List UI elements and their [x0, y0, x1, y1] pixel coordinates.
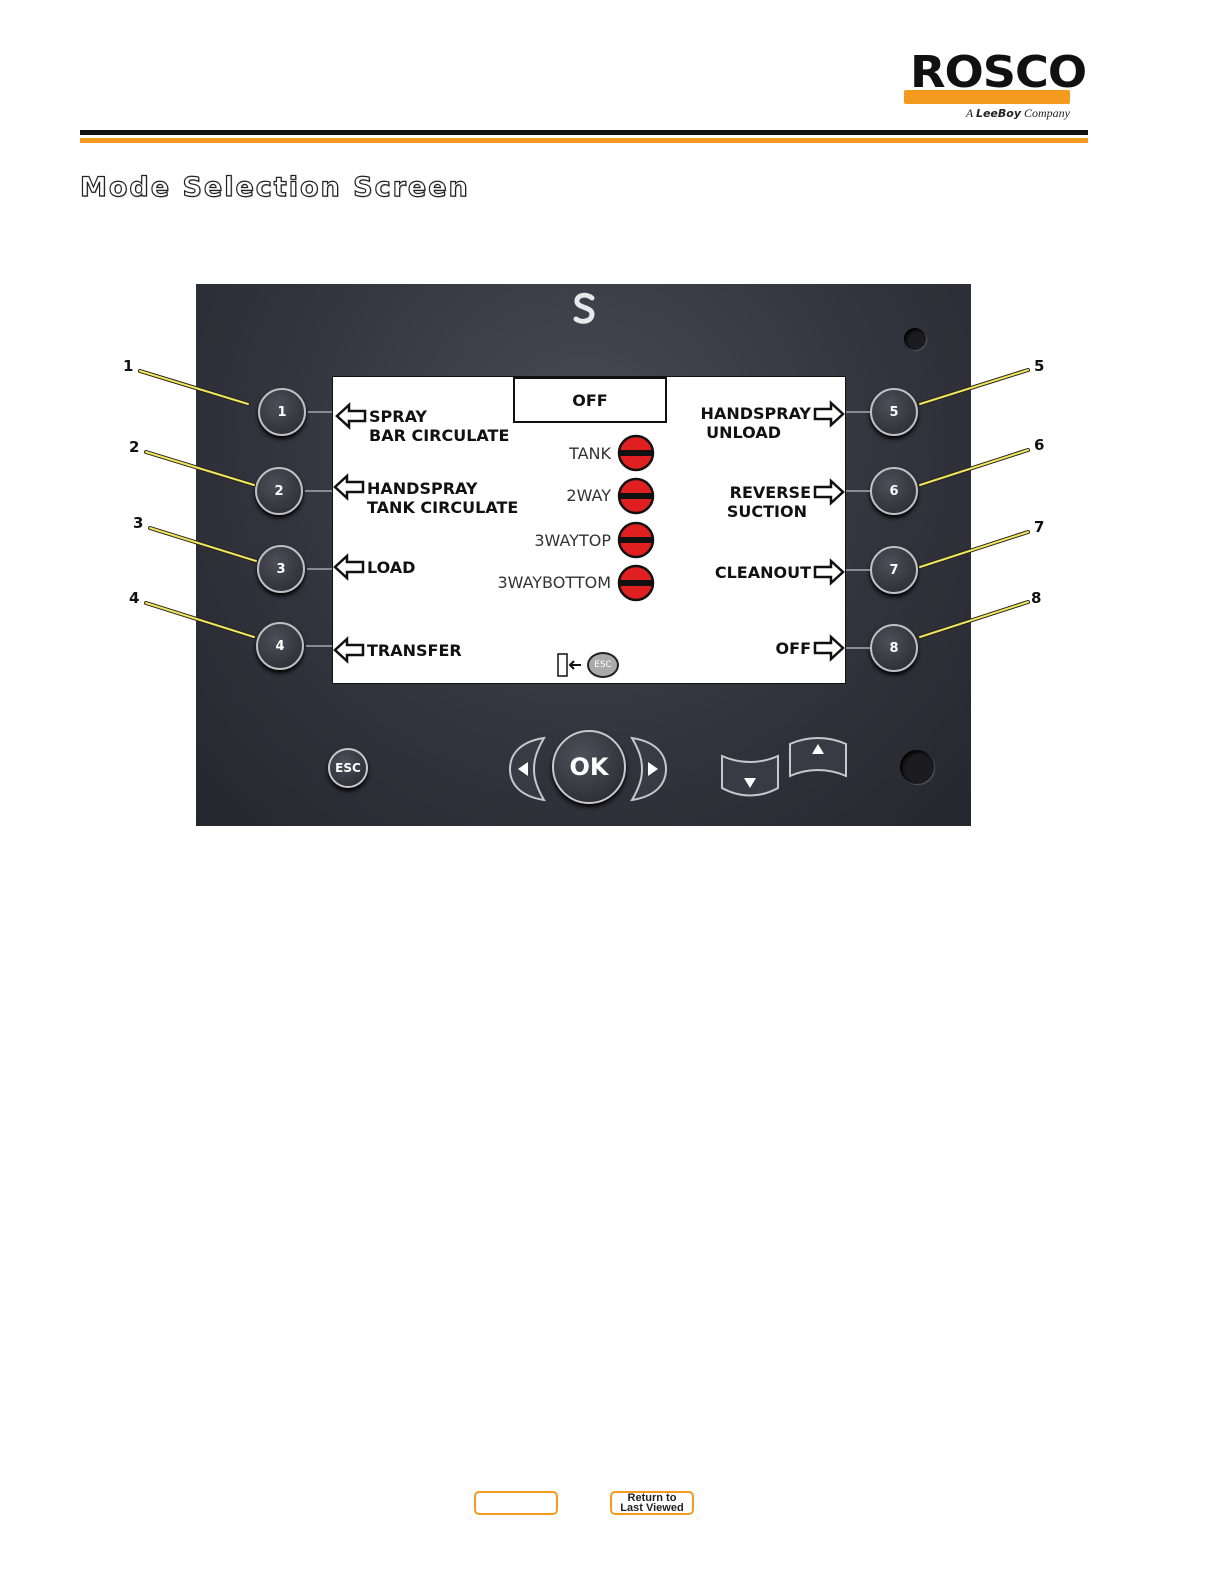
mode-label-reverse-suction-line1: REVERSE [727, 483, 811, 502]
valve-label-2way: 2WAY [566, 486, 611, 505]
soft-key-5[interactable]: 5 [870, 388, 918, 436]
callout-8: 8 [1031, 589, 1041, 607]
valve-closed-icon [617, 477, 655, 515]
soft-key-2-label: 2 [274, 484, 283, 499]
esc-button[interactable]: ESC [328, 748, 368, 788]
mode-label-cleanout: CLEANOUT [715, 563, 811, 582]
current-mode-display: OFF [513, 377, 667, 423]
connector [307, 568, 332, 570]
mode-label-spray-line1: SPRAY [369, 407, 509, 426]
connector [846, 647, 870, 649]
soft-key-2[interactable]: 2 [255, 467, 303, 515]
arrow-left-icon [333, 553, 365, 581]
soft-key-8-label: 8 [889, 641, 898, 656]
mode-label-spray-line2: BAR CIRCULATE [369, 426, 509, 445]
valve-label-tank: TANK [569, 444, 611, 463]
mode-label-off-line1: OFF [776, 639, 811, 658]
connector [308, 411, 332, 413]
callout-5: 5 [1034, 357, 1044, 375]
mode-label-handspray-unload: HANDSPRAY UNLOAD [701, 404, 811, 442]
arrow-right-icon [813, 400, 845, 428]
soft-key-7[interactable]: 7 [870, 546, 918, 594]
mode-label-off: OFF [776, 639, 811, 658]
valve-closed-icon [617, 564, 655, 602]
nav-down-button[interactable] [720, 752, 780, 802]
arrow-right-icon [813, 634, 845, 662]
valve-closed-icon [617, 521, 655, 559]
esc-button-label: ESC [335, 761, 361, 775]
mode-label-handspray-unload-line2: UNLOAD [701, 423, 781, 442]
callout-6: 6 [1034, 436, 1044, 454]
mode-label-reverse-suction: REVERSE SUCTION [727, 483, 811, 521]
esc-hint-badge: ESC [587, 652, 619, 678]
nav-up-button[interactable] [788, 734, 848, 784]
return-to-last-viewed-button[interactable]: Return to Last Viewed [610, 1491, 694, 1515]
blank-nav-button[interactable] [474, 1491, 558, 1515]
screw-hole-top [904, 328, 926, 350]
esc-hint-label: ESC [594, 660, 612, 670]
header-rule-black [80, 130, 1088, 135]
brand-s-icon [572, 292, 598, 326]
soft-key-3-label: 3 [276, 562, 285, 577]
callout-1: 1 [123, 357, 133, 375]
ok-button[interactable]: OK [552, 730, 626, 804]
arrow-right-icon [813, 558, 845, 586]
mode-label-transfer-line1: TRANSFER [367, 641, 462, 660]
logo-tagline: A LeeBoy Company [966, 106, 1070, 121]
mode-label-load: LOAD [367, 558, 415, 577]
connector [305, 490, 332, 492]
arrow-right-icon [813, 478, 845, 506]
return-line2: Last Viewed [620, 1503, 683, 1513]
soft-key-8[interactable]: 8 [870, 624, 918, 672]
arrow-left-icon [333, 473, 365, 501]
logo-tag-brand: LeeBoy [976, 107, 1021, 120]
mode-label-handspray-tank-line2: TANK CIRCULATE [367, 498, 518, 517]
control-panel: 1 2 3 4 5 6 7 8 OFF SPRAY BAR CIRCULATE … [196, 284, 971, 826]
mode-label-spray: SPRAY BAR CIRCULATE [369, 407, 509, 445]
connector [306, 645, 332, 647]
callout-7: 7 [1034, 518, 1044, 536]
mode-label-reverse-suction-line2: SUCTION [727, 502, 807, 521]
ok-button-label: OK [570, 753, 609, 781]
soft-key-1-label: 1 [277, 405, 286, 420]
callout-3: 3 [133, 514, 143, 532]
nav-left-button[interactable] [504, 736, 548, 802]
soft-key-3[interactable]: 3 [257, 545, 305, 593]
mode-label-handspray-tank: HANDSPRAY TANK CIRCULATE [367, 479, 518, 517]
mode-label-cleanout-line1: CLEANOUT [715, 563, 811, 582]
connector [846, 490, 870, 492]
mode-label-transfer: TRANSFER [367, 641, 462, 660]
valve-closed-icon [617, 434, 655, 472]
callout-2: 2 [129, 438, 139, 456]
exit-door-icon [555, 652, 583, 678]
logo-tag-suffix: Company [1024, 106, 1070, 120]
logo-swoosh [904, 90, 1070, 104]
logo-tag-prefix: A [966, 106, 973, 120]
valve-label-3waybottom: 3WAYBOTTOM [497, 573, 611, 592]
mode-label-load-line1: LOAD [367, 558, 415, 577]
nav-right-button[interactable] [628, 736, 672, 802]
page-title: Mode Selection Screen [80, 172, 470, 203]
soft-key-1[interactable]: 1 [258, 388, 306, 436]
connector [846, 569, 870, 571]
mode-label-handspray-tank-line1: HANDSPRAY [367, 479, 518, 498]
soft-key-4[interactable]: 4 [256, 622, 304, 670]
lcd-screen: OFF SPRAY BAR CIRCULATE HANDSPRAY TANK C… [332, 376, 846, 684]
connector [846, 411, 870, 413]
soft-key-5-label: 5 [889, 405, 898, 420]
arrow-left-icon [333, 636, 365, 664]
rosco-logo: ROSCO A LeeBoy Company [904, 50, 1074, 126]
arrow-left-icon [335, 402, 367, 430]
mode-label-handspray-unload-line1: HANDSPRAY [701, 404, 811, 423]
callout-4: 4 [129, 589, 139, 607]
soft-key-7-label: 7 [889, 563, 898, 578]
soft-key-6-label: 6 [889, 484, 898, 499]
valve-label-3waytop: 3WAYTOP [534, 531, 611, 550]
screw-hole-bottom [900, 750, 934, 784]
soft-key-6[interactable]: 6 [870, 467, 918, 515]
soft-key-4-label: 4 [275, 639, 284, 654]
header-rule-orange [80, 138, 1088, 143]
